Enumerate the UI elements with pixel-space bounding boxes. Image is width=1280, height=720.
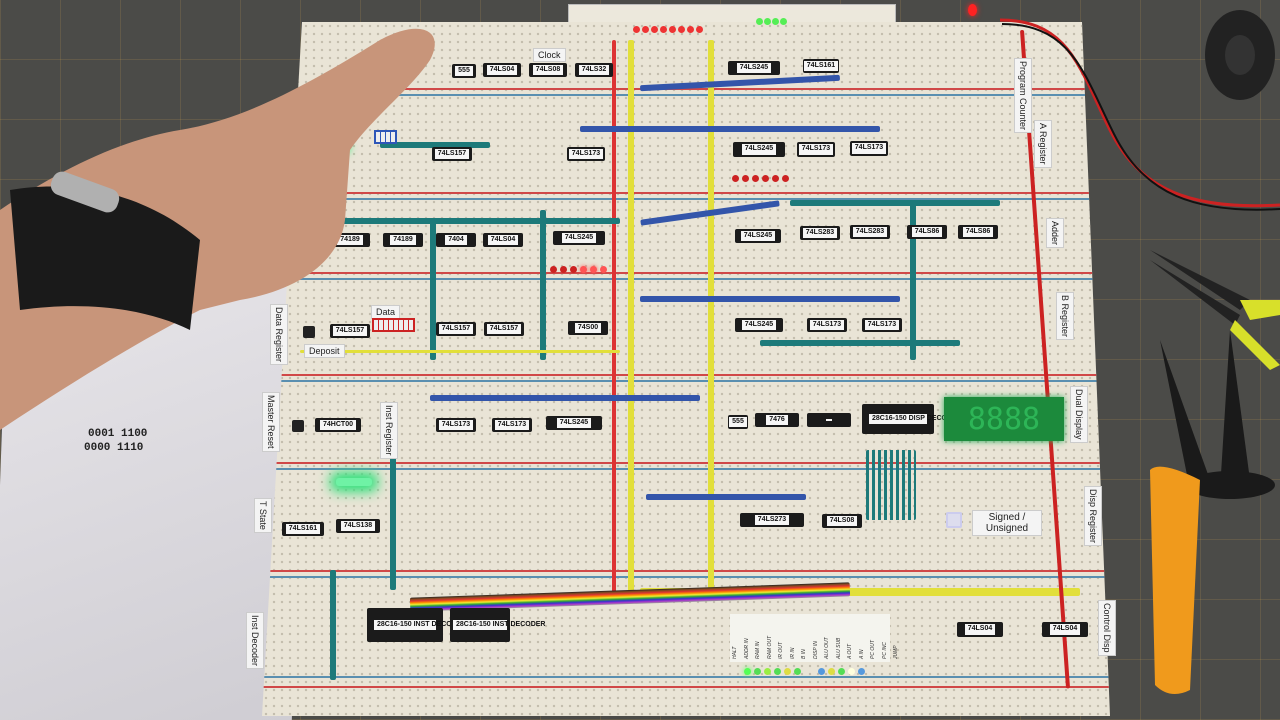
chip-74ls138: 74LS138 <box>336 519 380 533</box>
yellow-wire <box>300 350 620 353</box>
label-signed-unsigned: Signed / Unsigned <box>972 510 1042 536</box>
chip-74s00: 74S00 <box>568 321 608 335</box>
chip-74hct00: 74HCT00 <box>315 418 361 432</box>
chip-555-disp: 555 <box>728 415 748 429</box>
chip-74ls173-mar: 74LS173 <box>567 147 605 161</box>
t-state-led-bar <box>336 478 372 486</box>
chip-74189-ram2: 74189 <box>383 233 423 247</box>
blue-wire-bundle <box>580 126 880 132</box>
label-program-counter: Program Counter <box>1014 58 1032 134</box>
chip-74ls157-data: 74LS157 <box>330 324 370 338</box>
teal-wire-bundle <box>866 450 916 520</box>
chip-74ls157-mar: 74LS157 <box>432 147 472 161</box>
wristband-icon <box>10 186 200 330</box>
label-master-reset: Master Reset <box>262 392 280 452</box>
label-adder: Adder <box>1046 218 1064 249</box>
teal-wire-bundle <box>790 200 1000 206</box>
chip-74ls283-1: 74LS283 <box>800 226 840 240</box>
teal-wire-bundle <box>540 210 546 360</box>
label-dual-display: Dual Display <box>1070 386 1088 443</box>
chip-74ls173-a2: 74LS173 <box>850 141 888 156</box>
signed-unsigned-button[interactable] <box>946 512 962 528</box>
chip-74ls86-1: 74LS86 <box>907 225 947 239</box>
blue-wire-bundle <box>640 296 900 302</box>
wire-stripper-icon <box>1150 330 1275 694</box>
chip-inst-decoder-eeprom-1: 28C16-150 INST DECODER <box>367 608 466 642</box>
blue-wire-bundle <box>646 494 806 500</box>
chip-74ls245-pc: 74LS245 <box>728 61 780 75</box>
chip-74ls245-b: 74LS245 <box>735 318 783 332</box>
yellow-wire-bundle <box>640 588 1080 596</box>
chip-74ls245-ram: 74LS245 <box>553 231 605 245</box>
bus-wire-left <box>628 40 634 600</box>
chip-74ls273: 74LS273 <box>740 513 804 527</box>
chip-disp-decoder-eeprom: 28C16-150 DISP DECODER <box>862 404 962 434</box>
chip-7404: 7404 <box>436 233 476 247</box>
chip-74ls161-pc: 74LS161 <box>803 59 839 73</box>
hand <box>0 28 435 431</box>
label-t-state: T State <box>254 498 272 533</box>
chip-74ls04-ram: 74LS04 <box>483 233 523 247</box>
needle-nose-pliers-icon <box>1150 250 1280 370</box>
chip-74ls173-b2: 74LS173 <box>862 318 902 332</box>
seven-segment-display: 8888 <box>944 397 1064 441</box>
label-a-register: A Register <box>1034 120 1052 168</box>
teal-wire-bundle <box>390 440 396 590</box>
chip-74ls32: 74LS32 <box>575 63 613 77</box>
label-clock: Clock <box>533 48 566 62</box>
label-inst-register: Inst Register <box>380 402 398 459</box>
chip-74ls86-2: 74LS86 <box>958 225 998 239</box>
chip-74ls04: 74LS04 <box>483 63 521 77</box>
chip-7476: 7476 <box>755 413 799 427</box>
bus-wire-right <box>708 40 714 600</box>
chip-74ls173-a1: 74LS173 <box>797 142 835 157</box>
label-data-register: Data Register <box>270 304 288 366</box>
teal-wire-bundle <box>340 218 620 224</box>
chip-inst-decoder-eeprom-2: 28C16-150 INST DECODER <box>450 608 545 642</box>
binary-line-2: 0000 1110 <box>84 442 144 454</box>
chip-unlabeled <box>807 413 851 427</box>
label-deposit: Deposit <box>304 344 345 358</box>
label-disp-register: Disp Register <box>1084 486 1102 547</box>
deposit-button[interactable] <box>303 326 315 338</box>
chip-74ls08: 74LS08 <box>529 63 567 77</box>
power-cable-icon <box>999 18 1280 211</box>
chip-74ls04-ctrl1: 74LS04 <box>957 622 1003 637</box>
label-inst-decoder: Inst Decoder <box>246 612 264 670</box>
chip-74ls08-disp: 74LS08 <box>822 514 862 528</box>
chip-74ls04-ctrl2: 74LS04 <box>1042 622 1088 637</box>
chip-74ls161-tstate: 74LS161 <box>282 522 324 536</box>
blue-wire-bundle <box>430 395 700 401</box>
dip-switch-address[interactable] <box>374 130 397 144</box>
chip-74ls173-ir2: 74LS173 <box>492 418 532 432</box>
chip-74ls173-b1: 74LS173 <box>807 318 847 332</box>
teal-wire-bundle <box>910 200 916 360</box>
label-b-register: B Register <box>1056 292 1074 341</box>
teal-wire-bundle <box>380 142 490 148</box>
label-control-disp: Control Disp <box>1098 600 1116 656</box>
teal-wire-bundle <box>330 570 336 680</box>
solder-spool-icon <box>1205 10 1275 100</box>
chip-74ls173-ir1: 74LS173 <box>436 418 476 432</box>
chip-555-clock: 555 <box>452 64 476 78</box>
teal-wire-bundle <box>760 340 960 346</box>
chip-74ls245-ir: 74LS245 <box>546 416 602 430</box>
master-reset-button[interactable] <box>292 420 304 432</box>
chip-74ls157-2: 74LS157 <box>436 322 476 336</box>
binary-line-1: 0001 1100 <box>88 428 148 440</box>
chip-74ls245-adder: 74LS245 <box>735 229 781 243</box>
chip-74ls283-2: 74LS283 <box>850 225 890 239</box>
halt-led <box>968 4 977 16</box>
chip-74ls157-3: 74LS157 <box>484 322 524 336</box>
bus-power-wire <box>612 40 616 600</box>
dip-switch-data[interactable] <box>372 318 415 332</box>
teal-wire-bundle <box>430 220 436 360</box>
chip-74ls245-a: 74LS245 <box>733 142 785 157</box>
